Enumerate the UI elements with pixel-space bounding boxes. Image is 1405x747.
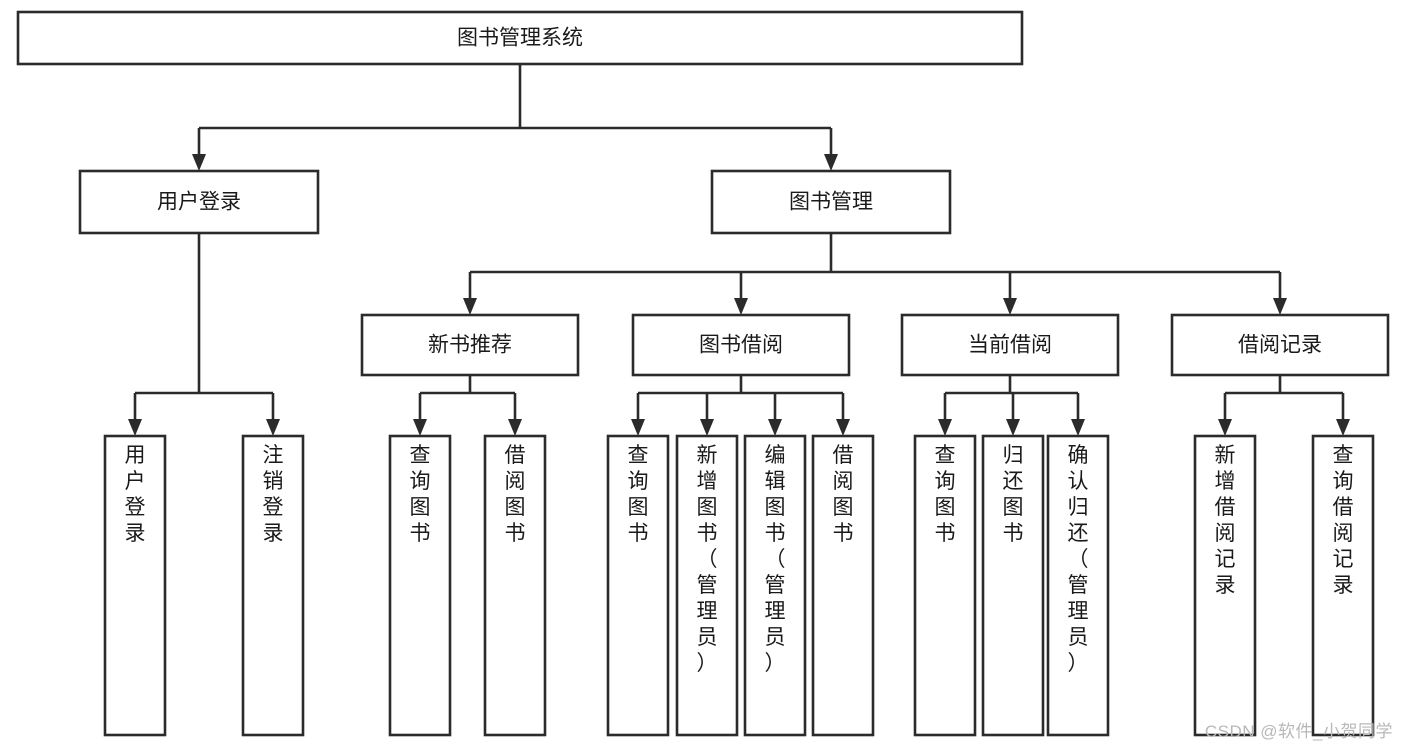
arrow-head <box>1336 419 1350 436</box>
arrow-head <box>1273 298 1287 315</box>
node-box <box>710 169 952 235</box>
node-box <box>743 434 807 737</box>
node-label: 查询图书 <box>935 444 956 545</box>
node-label: 查询借阅记录 <box>1333 444 1354 597</box>
edge-group-l2_3 <box>1218 375 1350 436</box>
node-l2_3[interactable]: 借阅记录 <box>1170 313 1390 377</box>
arrow-head <box>192 154 206 171</box>
connector-layer <box>128 64 1350 436</box>
node-l3_5[interactable]: 新增图书（管理员） <box>675 434 739 737</box>
node-box <box>1170 313 1390 377</box>
arrow-head <box>631 419 645 436</box>
node-l3_6[interactable]: 编辑图书（管理员） <box>743 434 807 737</box>
node-root[interactable]: 图书管理系统 <box>16 10 1024 66</box>
node-l3_8[interactable]: 查询图书 <box>913 434 977 737</box>
arrow-head <box>1071 419 1085 436</box>
node-label: 新增借阅记录 <box>1215 444 1236 597</box>
node-box <box>1193 434 1257 737</box>
node-l3_9[interactable]: 归还图书 <box>981 434 1045 737</box>
edge-group-l1_0 <box>128 233 280 436</box>
node-label: 借阅记录 <box>1238 334 1322 357</box>
edge-group-l2_0 <box>413 375 522 436</box>
node-label: 新增图书（管理员） <box>697 444 718 675</box>
node-l3_4[interactable]: 查询图书 <box>606 434 670 737</box>
node-box <box>1046 434 1110 737</box>
node-box <box>675 434 739 737</box>
node-l3_11[interactable]: 新增借阅记录 <box>1193 434 1257 737</box>
arrow-head <box>1003 298 1017 315</box>
node-box <box>900 313 1120 377</box>
node-label: 确认归还（管理员） <box>1068 444 1089 675</box>
arrow-head <box>128 419 142 436</box>
arrow-head <box>938 419 952 436</box>
node-label: 借阅图书 <box>505 444 526 545</box>
node-box <box>1311 434 1375 737</box>
node-box <box>360 313 580 377</box>
node-box <box>483 434 547 737</box>
node-l2_0[interactable]: 新书推荐 <box>360 313 580 377</box>
edge-group-l1_1 <box>463 233 1287 315</box>
node-l1_1[interactable]: 图书管理 <box>710 169 952 235</box>
arrow-head <box>768 419 782 436</box>
node-l3_7[interactable]: 借阅图书 <box>811 434 875 737</box>
node-l3_3[interactable]: 借阅图书 <box>483 434 547 737</box>
arrow-head <box>463 298 477 315</box>
node-l1_0[interactable]: 用户登录 <box>78 169 320 235</box>
node-box <box>811 434 875 737</box>
node-label: 图书借阅 <box>699 334 783 357</box>
node-box <box>606 434 670 737</box>
arrow-head <box>836 419 850 436</box>
arrow-head <box>1006 419 1020 436</box>
node-label: 用户登录 <box>125 444 146 545</box>
node-box <box>631 313 851 377</box>
node-box <box>388 434 452 737</box>
arrow-head <box>1218 419 1232 436</box>
node-l3_2[interactable]: 查询图书 <box>388 434 452 737</box>
node-label: 注销登录 <box>263 444 284 545</box>
arrow-head <box>508 419 522 436</box>
node-label: 查询图书 <box>410 444 431 545</box>
arrow-head <box>700 419 714 436</box>
node-layer: 图书管理系统用户登录图书管理新书推荐图书借阅当前借阅借阅记录用户登录注销登录查询… <box>16 10 1390 737</box>
node-box <box>78 169 320 235</box>
node-box <box>103 434 167 737</box>
node-box <box>913 434 977 737</box>
node-label: 当前借阅 <box>968 334 1052 357</box>
node-label: 编辑图书（管理员） <box>765 444 786 675</box>
node-label: 图书管理系统 <box>457 27 583 50</box>
node-l3_0[interactable]: 用户登录 <box>103 434 167 737</box>
edge-group-l2_2 <box>938 375 1085 436</box>
arrow-head <box>266 419 280 436</box>
node-l3_12[interactable]: 查询借阅记录 <box>1311 434 1375 737</box>
node-box <box>16 10 1024 66</box>
node-l3_1[interactable]: 注销登录 <box>241 434 305 737</box>
node-label: 归还图书 <box>1003 444 1024 545</box>
node-label: 用户登录 <box>157 191 241 214</box>
node-label: 借阅图书 <box>833 444 854 545</box>
node-label: 新书推荐 <box>428 334 512 357</box>
arrow-head <box>824 154 838 171</box>
edge-group-l2_1 <box>631 375 850 436</box>
node-label: 查询图书 <box>628 444 649 545</box>
edge-group-root <box>192 64 838 171</box>
node-l2_2[interactable]: 当前借阅 <box>900 313 1120 377</box>
node-l2_1[interactable]: 图书借阅 <box>631 313 851 377</box>
node-l3_10[interactable]: 确认归还（管理员） <box>1046 434 1110 737</box>
node-box <box>241 434 305 737</box>
node-label: 图书管理 <box>789 191 873 214</box>
node-box <box>981 434 1045 737</box>
arrow-head <box>734 298 748 315</box>
arrow-head <box>413 419 427 436</box>
